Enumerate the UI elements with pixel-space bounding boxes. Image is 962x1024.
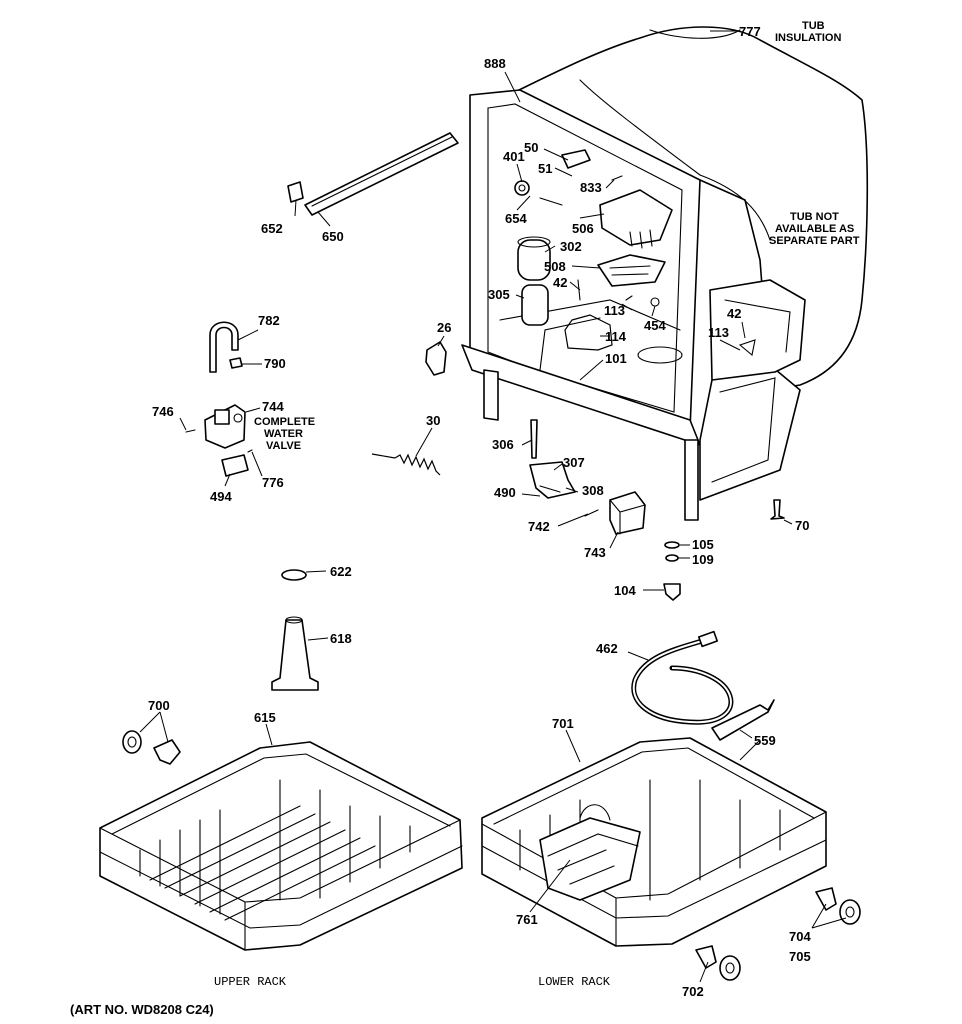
tub-assembly	[461, 26, 869, 521]
roller-700-wheel	[122, 730, 142, 754]
pump-305	[521, 284, 549, 326]
rollers	[122, 730, 861, 981]
hose-assembly	[631, 630, 775, 741]
callout-743: 743	[584, 545, 606, 560]
bracket-494	[221, 454, 249, 477]
latch-26	[425, 341, 447, 376]
note-valve-line1: COMPLETE	[254, 416, 315, 428]
note-tub-not-line1: TUB NOT	[790, 211, 839, 223]
callout-704: 704	[789, 929, 811, 944]
leader-lines	[139, 30, 847, 983]
manifold-506	[599, 189, 673, 246]
note-tub-not-line3: SEPARATE PART	[769, 235, 860, 247]
callout-30: 30	[426, 413, 440, 428]
leveler-70	[770, 499, 785, 520]
callout-888: 888	[484, 56, 506, 71]
callout-109: 109	[692, 552, 714, 567]
gasket-parts	[287, 132, 459, 216]
art-number: (ART NO. WD8208 C24)	[70, 1002, 214, 1017]
heater-114	[564, 314, 613, 351]
callout-833: 833	[580, 180, 602, 195]
callout-305: 305	[488, 287, 510, 302]
upper-rack	[99, 741, 463, 951]
callout-702: 702	[682, 984, 704, 999]
roller-704-wheel	[839, 899, 861, 925]
callout-494: 494	[210, 489, 232, 504]
callout-650: 650	[322, 229, 344, 244]
note-tub-insulation-line1: TUB	[802, 20, 825, 32]
elbow-559	[711, 699, 775, 741]
screw-306	[530, 419, 538, 459]
roller-702-axle	[695, 945, 717, 969]
callout-705: 705	[789, 949, 811, 964]
callout-50: 50	[524, 140, 538, 155]
callout-401: 401	[503, 149, 525, 164]
callout-113-outer: 113	[708, 325, 729, 340]
roller-704-axle	[815, 887, 837, 911]
upper-rack-label: UPPER RACK	[214, 975, 287, 989]
bracket-50	[561, 149, 591, 169]
callout-101: 101	[605, 351, 627, 366]
water-valve-parts	[185, 321, 253, 477]
tower-618	[271, 619, 319, 691]
callout-700: 700	[148, 698, 170, 713]
switch-307	[529, 461, 576, 499]
note-valve-line2: WATER	[264, 428, 303, 440]
nut-790	[229, 357, 243, 369]
callout-776: 776	[262, 475, 284, 490]
callout-615: 615	[254, 710, 276, 725]
callout-744: 744	[262, 399, 284, 414]
callout-42-outer: 42	[727, 306, 741, 321]
tray-508	[597, 254, 666, 287]
callout-618: 618	[330, 631, 352, 646]
callout-790: 790	[264, 356, 286, 371]
callout-114: 114	[605, 329, 627, 344]
callout-746: 746	[152, 404, 174, 419]
roller-702-wheel	[719, 955, 741, 981]
clip-652	[287, 181, 304, 203]
spring-30	[371, 453, 441, 476]
callout-302: 302	[560, 239, 582, 254]
hose-782	[209, 321, 239, 373]
notes: TUB INSULATION TUB NOT AVAILABLE AS SEPA…	[254, 20, 860, 452]
callout-105: 105	[692, 537, 714, 552]
callout-462: 462	[596, 641, 618, 656]
callout-454: 454	[644, 318, 666, 333]
callout-308: 308	[582, 483, 604, 498]
note-valve-line3: VALVE	[266, 440, 301, 452]
note-tub-insulation-line2: INSULATION	[775, 32, 841, 44]
callout-306: 306	[492, 437, 514, 452]
callout-777: 777	[739, 24, 761, 39]
callout-104: 104	[614, 583, 636, 598]
callout-70: 70	[795, 518, 809, 533]
callout-numbers: 777 888 50 401 51 833 654 506 302 508 42…	[148, 24, 811, 999]
pump-302	[517, 239, 551, 281]
callout-508: 508	[544, 259, 566, 274]
callout-622: 622	[330, 564, 352, 579]
spray-tower-parts	[271, 569, 319, 691]
lower-rack-label: LOWER RACK	[538, 975, 611, 989]
callout-307: 307	[563, 455, 585, 470]
misc-parts	[371, 341, 785, 601]
callout-113-inner: 113	[604, 303, 625, 318]
callout-42-inner: 42	[553, 275, 567, 290]
roller-700-axle	[153, 739, 181, 765]
callout-782: 782	[258, 313, 280, 328]
callout-506: 506	[572, 221, 594, 236]
callout-490: 490	[494, 485, 516, 500]
callout-652: 652	[261, 221, 283, 236]
callout-26: 26	[437, 320, 451, 335]
foot-104	[663, 583, 681, 601]
note-tub-not-line2: AVAILABLE AS	[775, 223, 854, 235]
callout-654: 654	[505, 211, 527, 226]
callout-761: 761	[516, 912, 538, 927]
callout-742: 742	[528, 519, 550, 534]
callout-701: 701	[552, 716, 574, 731]
cover-743	[609, 491, 646, 535]
cap-622	[281, 569, 307, 581]
callout-559: 559	[754, 733, 776, 748]
callout-51: 51	[538, 161, 552, 176]
